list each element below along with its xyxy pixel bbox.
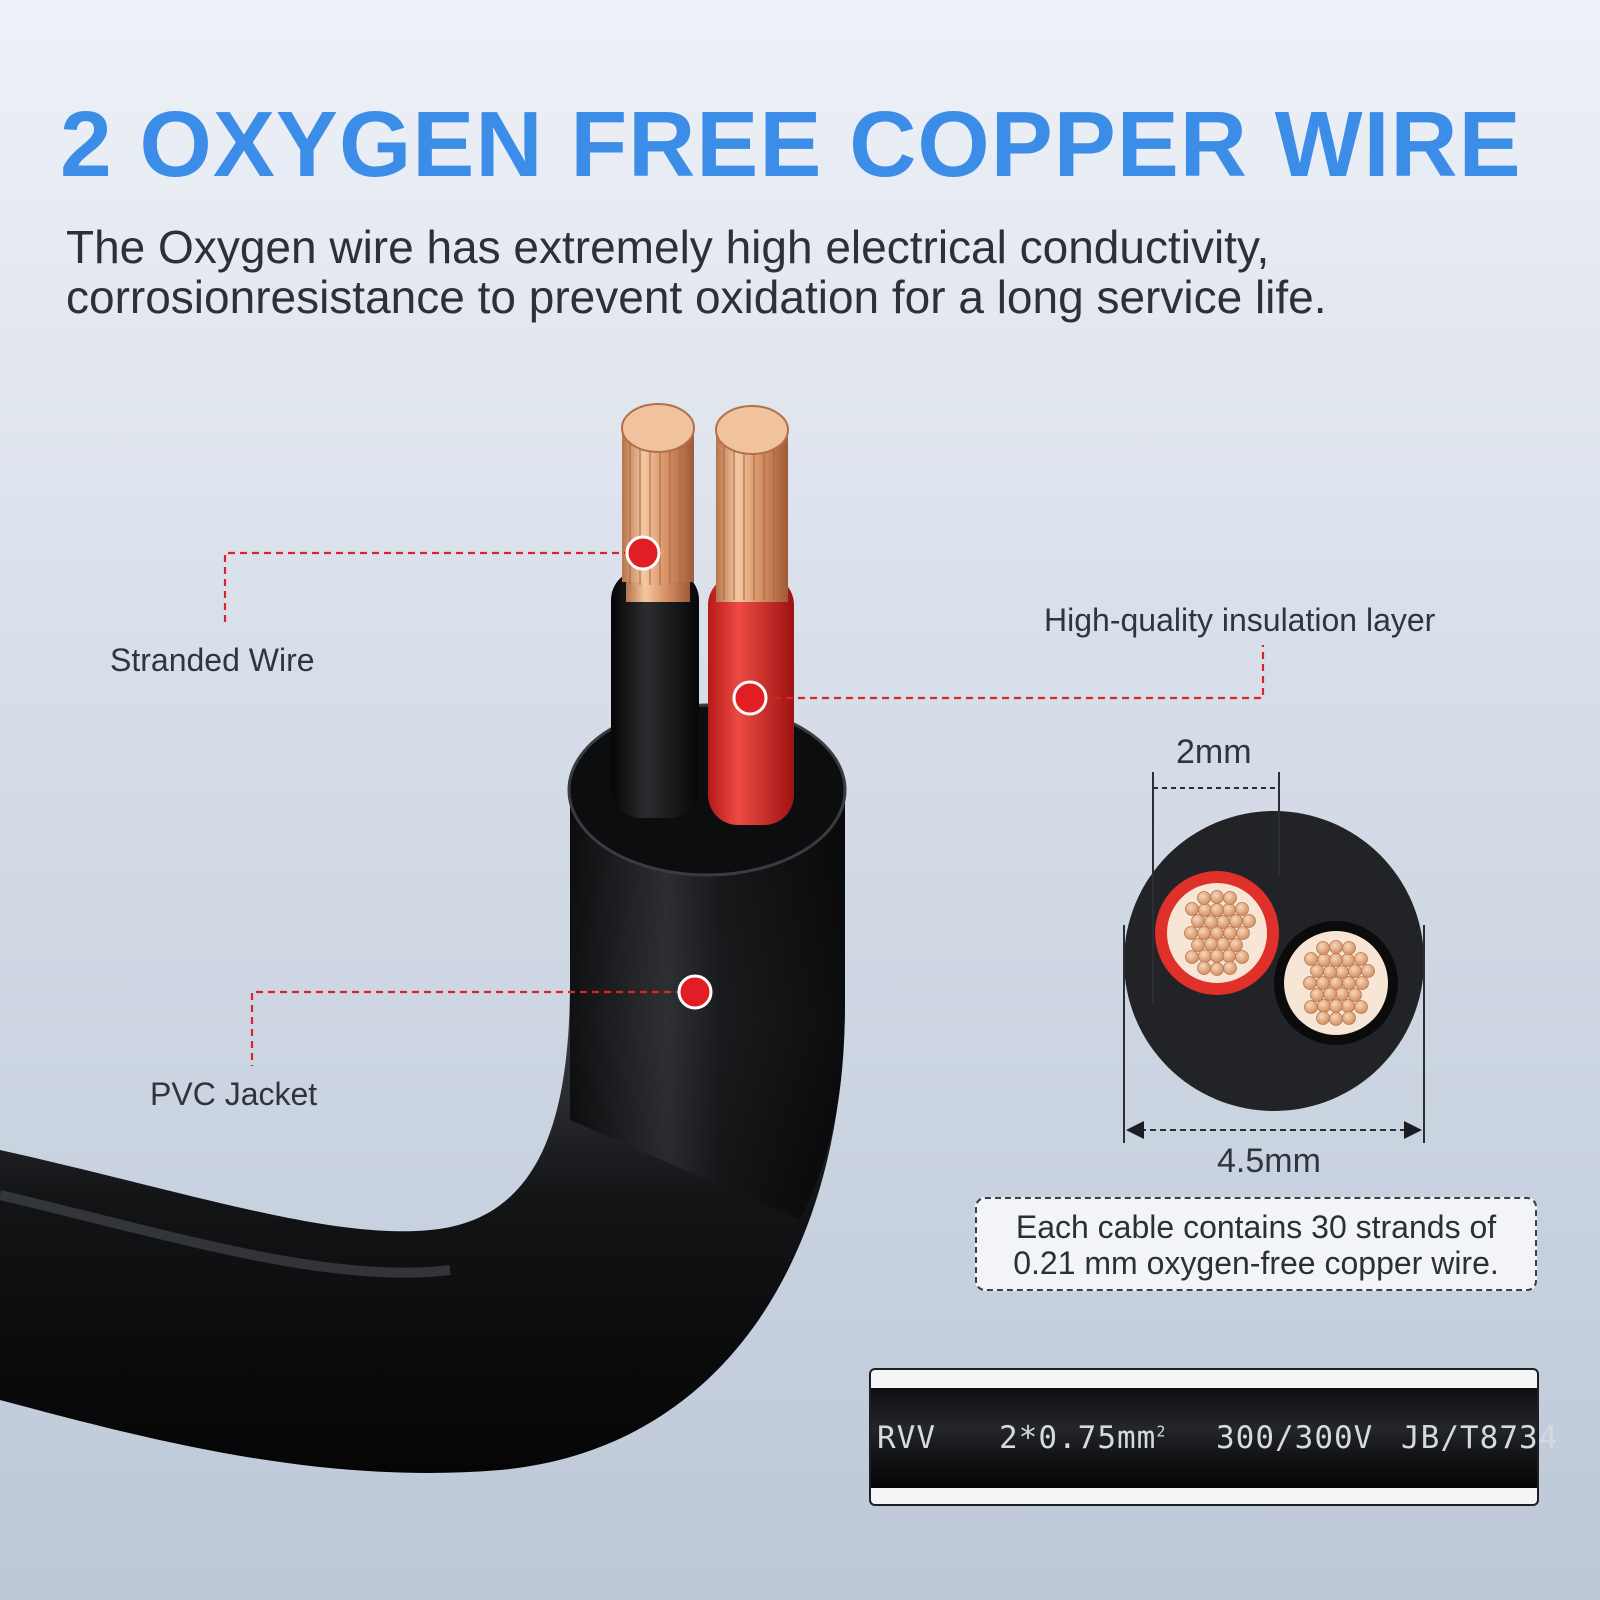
dimension-core-diameter: 2mm [1176,733,1252,771]
print-size-value: 2*0.75mm [999,1420,1157,1456]
label-insulation-layer: High-quality insulation layer [1044,602,1436,638]
jacket-end-face [567,703,847,877]
note-line-1: Each cable contains 30 strands of [1015,1209,1497,1245]
label-pvc-jacket: PVC Jacket [150,1076,318,1112]
print-size-exponent: 2 [1156,1422,1167,1441]
print-cable-size: 2*0.75mm2 [999,1420,1166,1456]
printed-cable [871,1388,1537,1488]
subtitle-line-2: corrosionresistance to prevent oxidation… [66,271,1327,323]
leader-stranded-wire [223,551,643,622]
print-standard: JB/T8734 [1401,1420,1559,1456]
marker-stranded-wire [625,535,661,571]
marker-insulation [732,680,768,716]
dimension-outer-diameter: 4.5mm [1217,1142,1321,1180]
label-stranded-wire: Stranded Wire [110,642,315,678]
print-cable-type: RVV [877,1420,936,1456]
print-voltage: 300/300V [1216,1420,1374,1456]
headline: 2 OXYGEN FREE COPPER WIRE [60,92,1522,196]
subtitle-line-1: The Oxygen wire has extremely high elect… [66,221,1270,273]
black-core [611,570,699,818]
strand-note: Each cable contains 30 strands of 0.21 m… [975,1197,1537,1291]
leader-insulation [750,645,1265,700]
marker-jacket [677,974,713,1010]
subtitle: The Oxygen wire has extremely high elect… [66,222,1566,322]
cable-print-sample: RVV 2*0.75mm2 300/300V JB/T8734 [869,1368,1557,1506]
cross-section-diagram [1123,772,1425,1143]
note-line-2: 0.21 mm oxygen-free copper wire. [1013,1245,1499,1281]
leader-jacket [250,990,695,1066]
